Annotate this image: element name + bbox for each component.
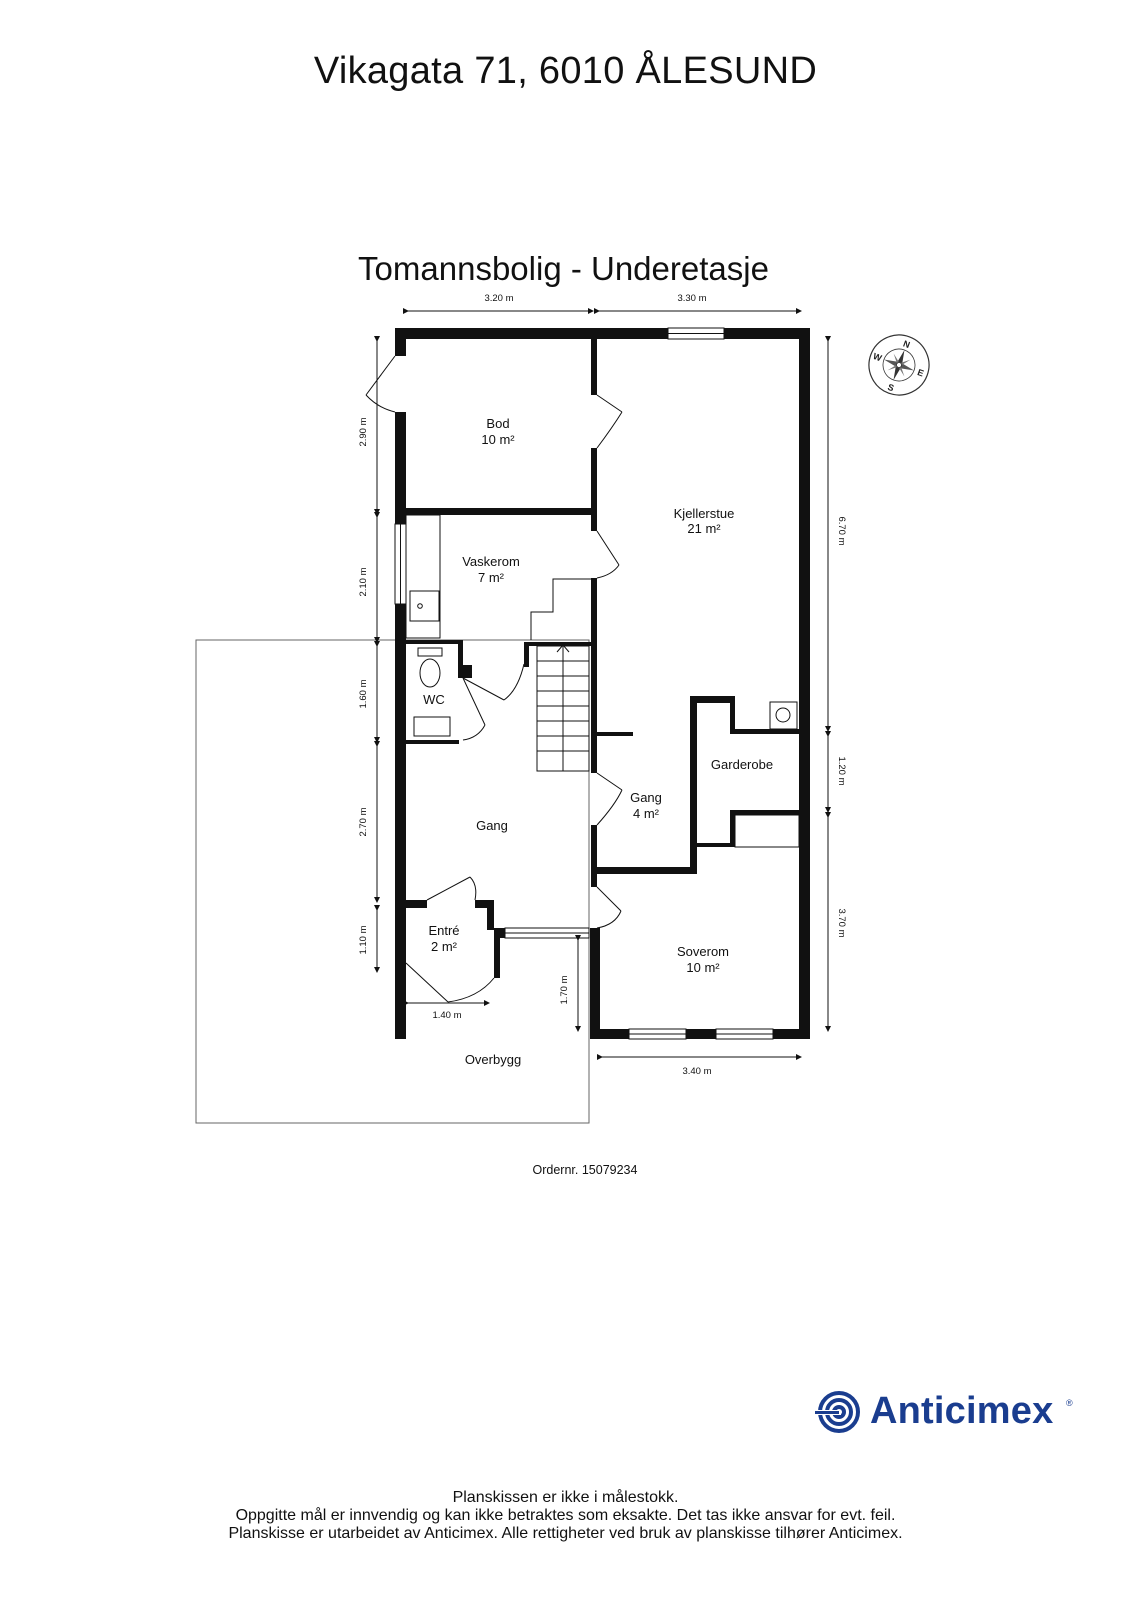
overbygg-outline [195,639,590,1124]
dim-top-left: 3.20 m [484,293,513,304]
disclaimer-line-2: Oppgitte mål er innvendig og kan ikke be… [235,1507,896,1524]
room-vaskerom-area: 7 m² [478,570,505,585]
room-bod-name: Bod [486,416,509,431]
dim-left-2: 2.10 m [358,567,369,596]
anticimex-logo-icon [815,1391,860,1433]
wash-basin-drain [417,603,423,609]
dim-left-5: 1.10 m [358,925,369,954]
chimney [769,701,798,730]
windows [394,327,774,1040]
toilet-tank [417,647,443,657]
toilet-bowl [419,658,441,688]
plan-title: Tomannsbolig - Underetasje [358,250,769,287]
outer-walls [395,328,810,1039]
dim-right-2: 1.20 m [836,756,847,785]
door-swings [365,355,623,1003]
room-soverom-name: Soverom [677,944,729,959]
disclaimer-line-3: Planskisse er utarbeidet av Anticimex. A… [228,1525,903,1542]
dim-left-4: 2.70 m [358,807,369,836]
dim-entre-width: 1.40 m [432,1010,461,1021]
room-overbygg-name: Overbygg [465,1052,521,1067]
room-garderobe-name: Garderobe [711,757,773,772]
dim-top-right: 3.30 m [677,293,706,304]
order-number: Ordernr. 15079234 [532,1163,638,1177]
compass-icon: N E S W [868,334,930,396]
room-entre-area: 2 m² [431,939,458,954]
wash-basin [409,590,440,622]
room-kjellerstue-area: 21 m² [687,521,721,536]
chimney-circle [775,707,791,723]
compass-s: S [886,382,895,393]
dim-right-1: 6.70 m [836,516,847,545]
disclaimer-line-1: Planskissen er ikke i målestokk. [452,1489,679,1506]
dim-left-1: 2.90 m [358,417,369,446]
room-entre-name: Entré [428,923,459,938]
brand-name: Anticimex [870,1390,1054,1432]
room-soverom-area: 10 m² [686,960,720,975]
address-title: Vikagata 71, 6010 ÅLESUND [313,50,818,92]
brand-registered: ® [1066,1398,1073,1408]
dim-bottom: 3.40 m [682,1066,711,1077]
compass-e: E [916,367,925,378]
dim-right-3: 3.70 m [836,908,847,937]
room-gang-name: Gang [476,818,508,833]
stairs [536,644,590,772]
compass-n: N [902,339,912,351]
interior-walls [406,339,799,978]
wc-sink [413,716,451,737]
vaskerom-counter [405,514,441,639]
compass-w: W [872,351,884,363]
dim-porch-depth: 1.70 m [559,975,570,1004]
room-wc-name: WC [423,692,445,707]
room-gang-small-name: Gang [630,790,662,805]
dim-left-3: 1.60 m [358,679,369,708]
room-gang-small-area: 4 m² [633,806,660,821]
room-bod-area: 10 m² [481,432,515,447]
garderobe-shelf [734,814,800,848]
room-kjellerstue-name: Kjellerstue [674,506,735,521]
dimension-lines [374,308,831,1060]
vaskerom-steps [530,578,591,640]
room-vaskerom-name: Vaskerom [462,554,520,569]
disclaimer: Planskissen er ikke i målestokk. Oppgitt… [0,1489,1131,1543]
